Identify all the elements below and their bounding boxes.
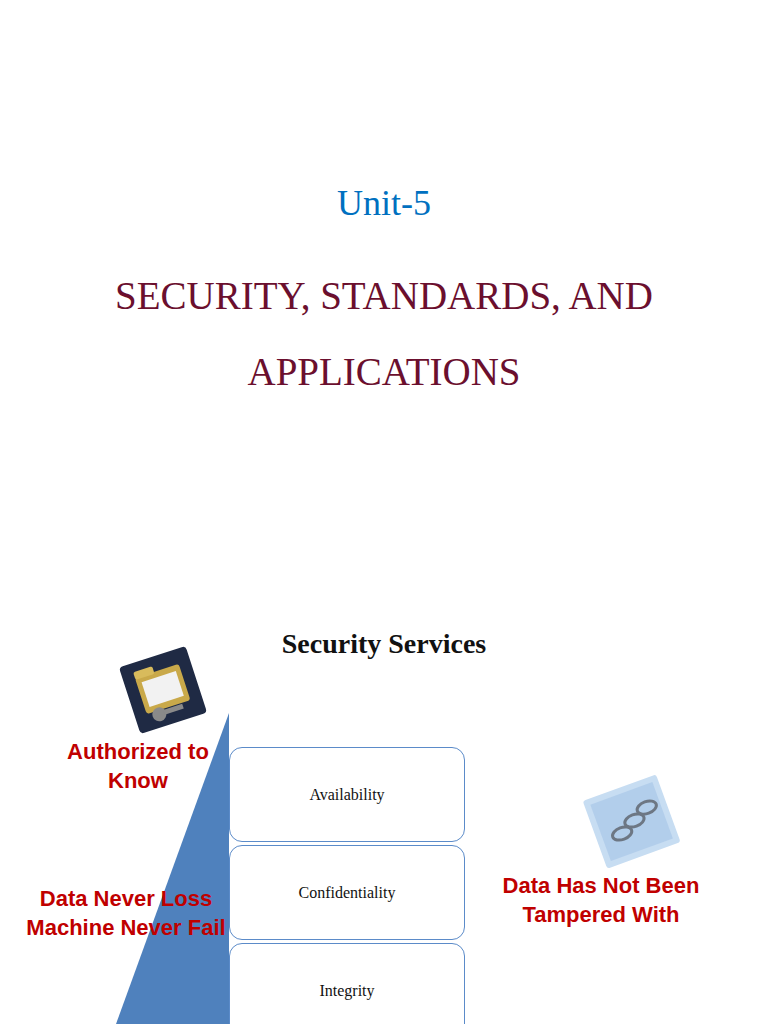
unit-title: SECURITY, STANDARDS, AND APPLICATIONS (34, 258, 734, 410)
service-name: Availability (309, 786, 384, 804)
chain-icon (583, 774, 681, 868)
service-box: Confidentiality (229, 845, 465, 940)
service-box: Availability (229, 747, 465, 842)
annotation: Authorized to Know (50, 738, 226, 795)
annotation: Data Never Loss Machine Never Fail (26, 885, 226, 942)
slide-title: Security Services (184, 628, 584, 660)
service-box: Integrity (229, 943, 465, 1024)
unit-heading: Unit-5 (184, 182, 584, 225)
folder-icon (119, 646, 207, 734)
annotation: Data Has Not Been Tampered With (470, 872, 732, 929)
service-name: Integrity (319, 982, 374, 1000)
service-name: Confidentiality (299, 884, 396, 902)
